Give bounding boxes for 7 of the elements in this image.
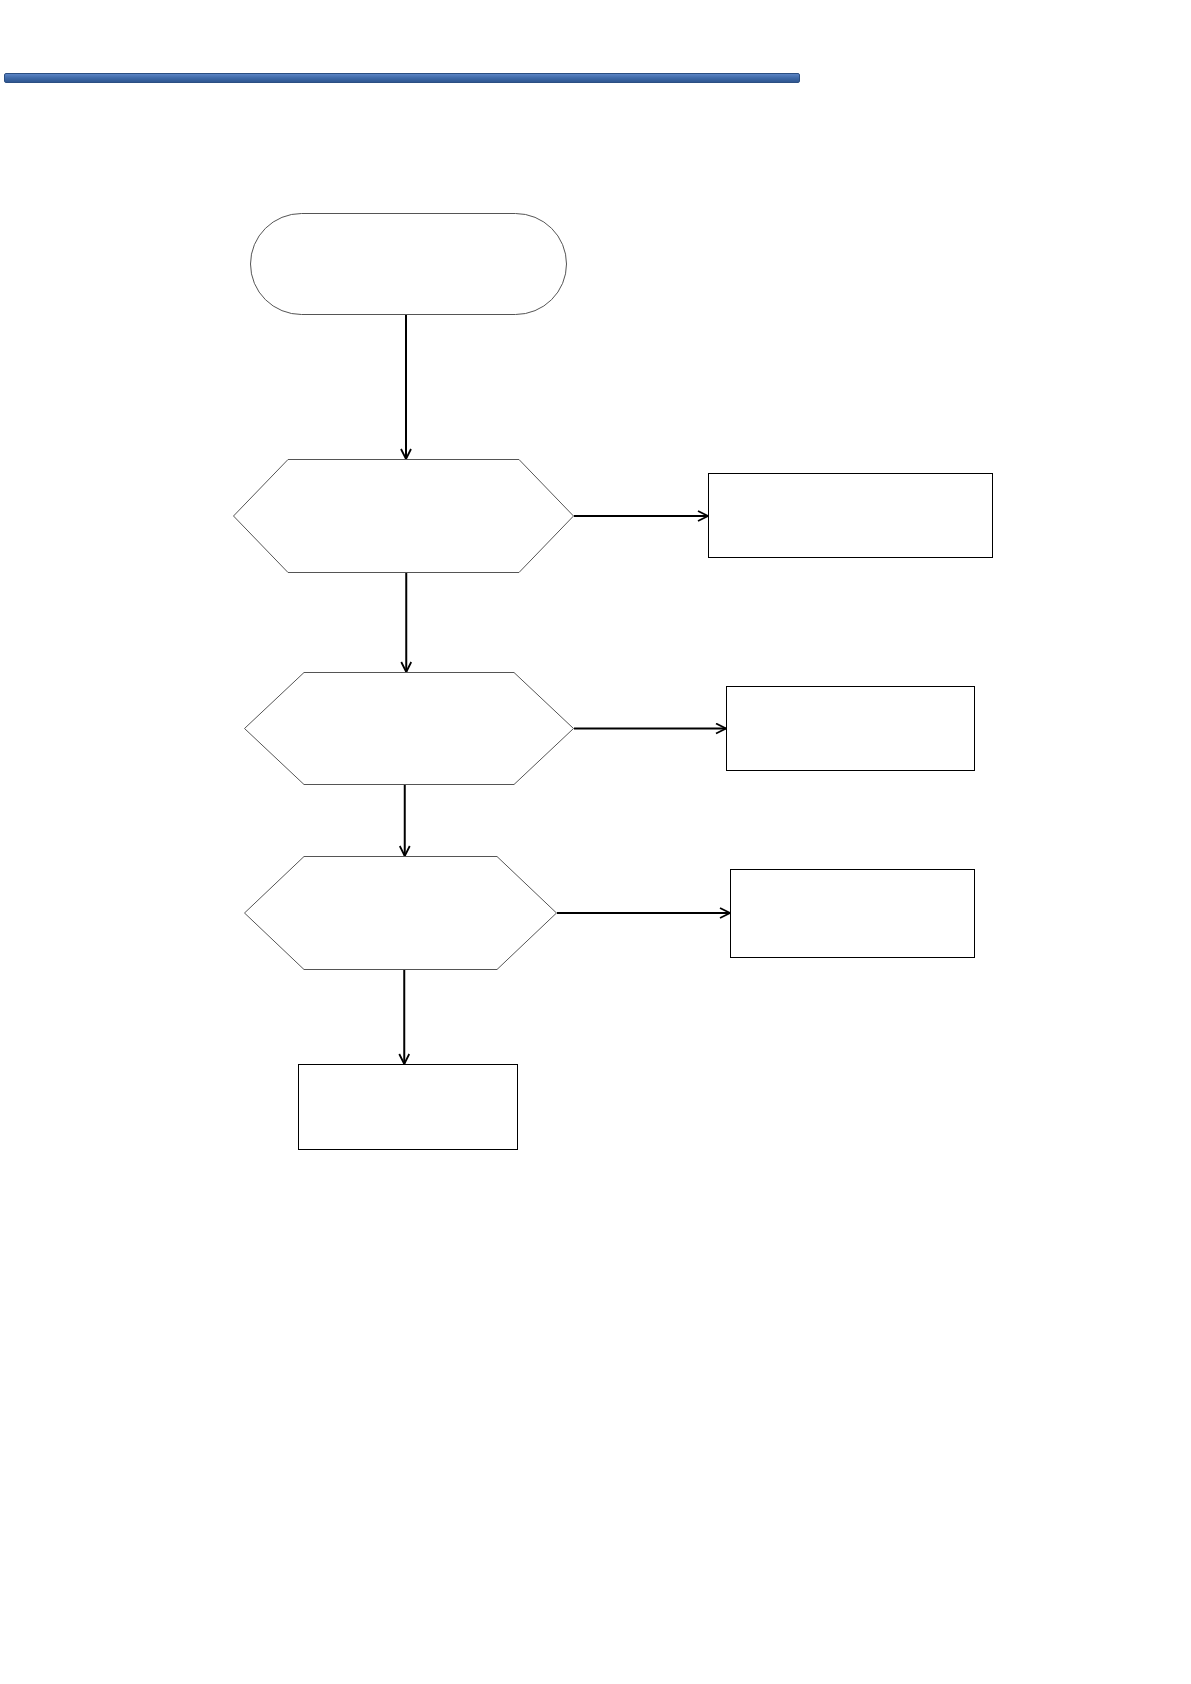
arrow xyxy=(556,907,731,919)
arrow xyxy=(400,572,413,673)
arrow xyxy=(398,784,411,857)
arrow xyxy=(400,314,412,460)
arrow xyxy=(573,510,709,522)
arrow xyxy=(573,722,727,735)
arrow xyxy=(398,969,411,1065)
